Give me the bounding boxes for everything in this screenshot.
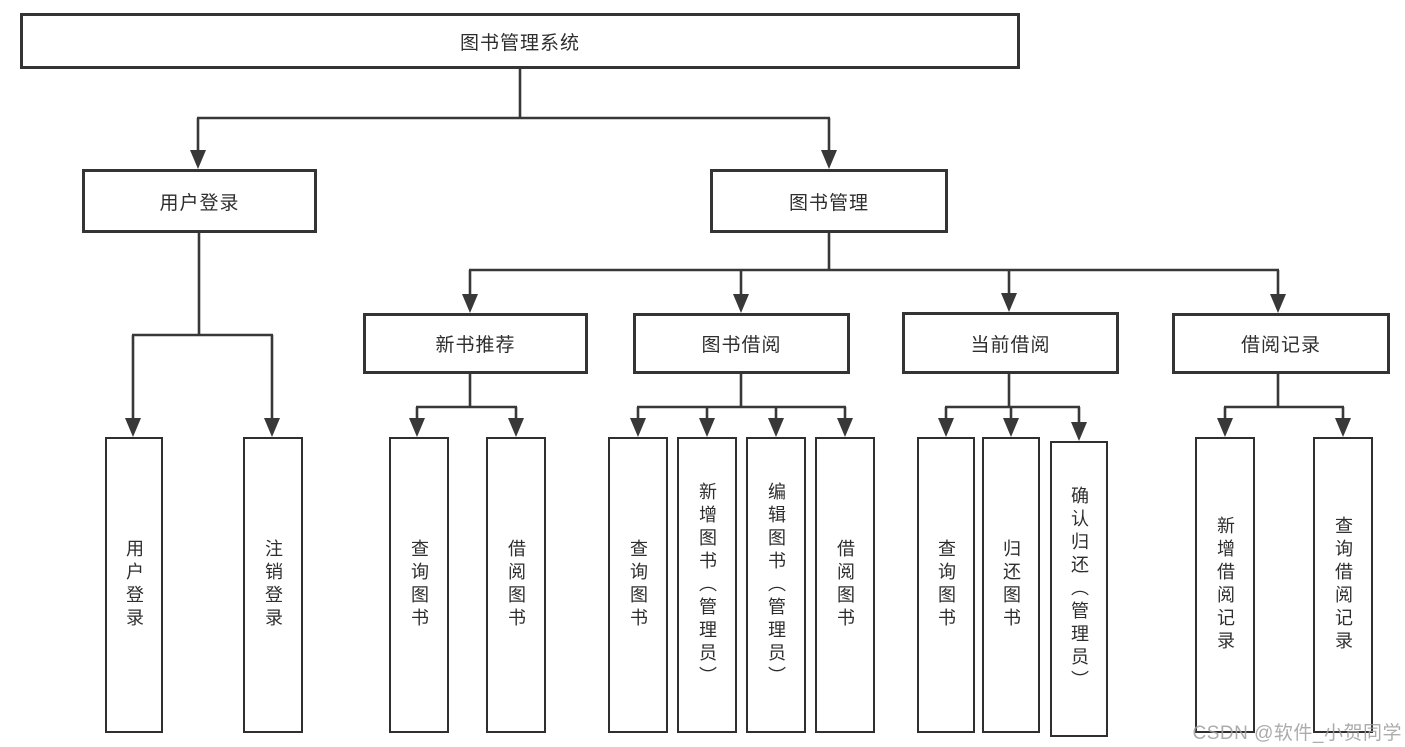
node-user-login: 用户登录 (82, 169, 317, 233)
node-label: 当前借阅 (970, 334, 1051, 356)
edge-current-borrow-children (938, 373, 1087, 441)
node-label: 用户登录 (159, 192, 240, 214)
node-add-borrow-record: 新增借阅记录 (1195, 437, 1255, 733)
node-new-book-recommend: 新书推荐 (363, 313, 588, 374)
node-label: 图书借阅 (701, 335, 782, 356)
node-label: 确认归还（管理员） (1069, 485, 1089, 693)
node-label: 新书推荐 (435, 335, 516, 356)
node-user-login-leaf: 用户登录 (105, 437, 163, 733)
node-label: 用户登录 (124, 539, 144, 631)
node-recommend-query-books: 查询图书 (389, 437, 449, 733)
node-label: 注销登录 (263, 539, 283, 631)
node-confirm-return-admin: 确认归还（管理员） (1050, 441, 1108, 737)
edge-root-to-level1 (190, 68, 837, 169)
csdn-watermark: CSDN @软件_小贺同学 (1192, 723, 1402, 744)
node-borrow-records: 借阅记录 (1172, 313, 1390, 374)
node-label: 借阅记录 (1240, 335, 1321, 356)
node-label: 借阅图书 (506, 539, 526, 631)
node-label: 查询借阅记录 (1333, 516, 1353, 654)
node-label: 新增图书（管理员） (697, 481, 717, 689)
edge-borrow-records-children (1217, 373, 1351, 437)
node-book-borrow: 图书借阅 (633, 313, 850, 374)
node-add-books-admin: 新增图书（管理员） (677, 437, 737, 733)
node-label: 查询图书 (628, 539, 648, 631)
node-current-query-books: 查询图书 (917, 437, 975, 733)
node-recommend-borrow-books: 借阅图书 (486, 437, 546, 733)
node-label: 查询图书 (936, 539, 956, 631)
node-label: 查询图书 (409, 539, 429, 631)
node-library-management-system: 图书管理系统 (20, 13, 1020, 69)
edge-book-management-children (462, 232, 1286, 313)
node-edit-books-admin: 编辑图书（管理员） (746, 437, 806, 733)
node-book-management: 图书管理 (710, 169, 948, 233)
node-borrow-query-books: 查询图书 (608, 437, 668, 733)
edge-book-borrow-children (630, 373, 853, 437)
node-logout: 注销登录 (243, 437, 303, 733)
edge-user-login-children (125, 232, 280, 437)
node-borrow-books: 借阅图书 (815, 437, 875, 733)
edge-new-book-recommend-children (409, 374, 524, 437)
node-query-borrow-record: 查询借阅记录 (1313, 437, 1373, 733)
node-label: 借阅图书 (835, 539, 855, 631)
node-label: 归还图书 (1001, 539, 1021, 631)
node-label: 编辑图书（管理员） (766, 481, 786, 689)
node-label: 图书管理系统 (459, 32, 580, 54)
node-return-books: 归还图书 (982, 437, 1040, 733)
node-label: 图书管理 (788, 192, 869, 214)
node-label: 新增借阅记录 (1215, 516, 1235, 654)
node-current-borrow: 当前借阅 (902, 312, 1119, 374)
